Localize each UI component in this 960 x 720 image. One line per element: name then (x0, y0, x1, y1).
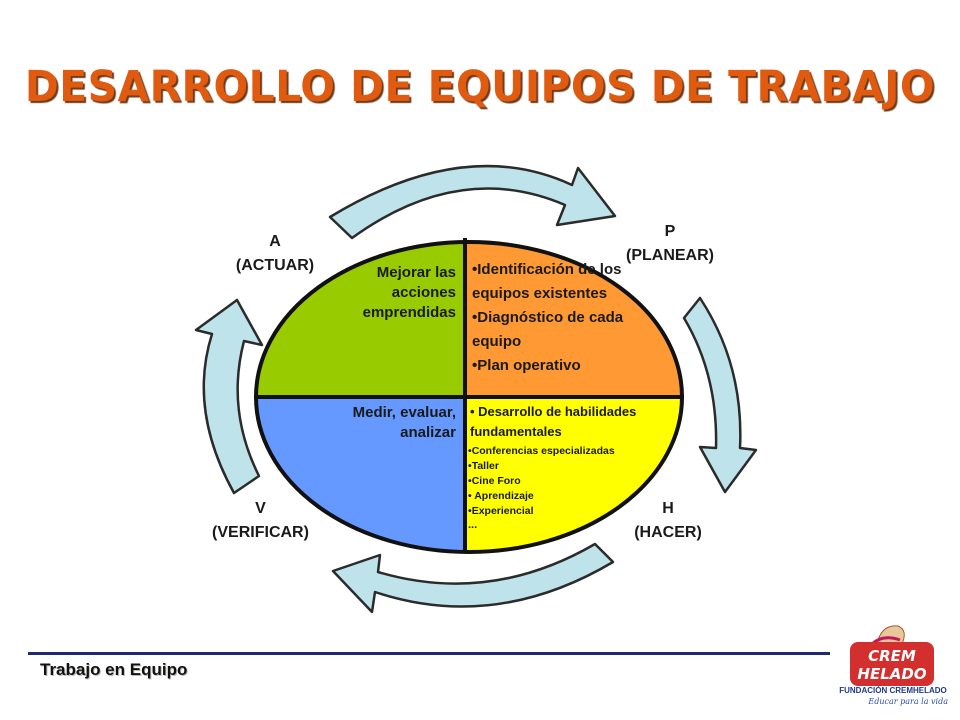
slide-title: DESARROLLO DE EQUIPOS DE TRABAJO (24, 62, 936, 112)
stage-letter-hacer: H (662, 500, 674, 517)
arrow-actuar-to-planear (328, 164, 617, 240)
footer-caption: Trabajo en Equipo (40, 660, 188, 679)
arrow-planear-to-hacer (682, 296, 758, 494)
hacer-sub-item: Experiencial (468, 504, 658, 519)
planear-list: Identificación de los equipos existentes… (472, 258, 642, 378)
quadrant-text-hacer: • Desarrollo de habilidades fundamentale… (468, 402, 658, 531)
logo-tagline: Educar para la vida (868, 697, 948, 706)
stage-label-actuar: A (ACTUAR) (205, 230, 345, 278)
verificar-line: Medir, evaluar, (352, 404, 456, 421)
logo-organization: FUNDACIÓN CREMHELADO (839, 686, 947, 695)
hacer-main-item: • Desarrollo de habilidades fundamentale… (470, 404, 637, 439)
hacer-sub-item: Cine Foro (468, 474, 658, 489)
quadrant-text-planear: Identificación de los equipos existentes… (472, 258, 642, 378)
stage-letter-planear: P (664, 223, 676, 240)
cremhelado-logo: CREM HELADO (850, 625, 934, 686)
verificar-line: analizar (400, 424, 456, 441)
logo-brand-line-1: CREM (868, 647, 916, 665)
stage-letter-actuar: A (269, 233, 281, 250)
hacer-sub-item: Aprendizaje (468, 489, 658, 504)
logo-brand-line-2: HELADO (857, 665, 926, 683)
hacer-main-text: Desarrollo de habilidades fundamentales (470, 404, 637, 439)
cycle-oval (254, 240, 684, 554)
actuar-line: emprendidas (362, 304, 456, 321)
stage-label-verificar: V (VERIFICAR) (188, 497, 333, 545)
planear-item: Diagnóstico de cada equipo (472, 306, 642, 354)
hacer-sub-item: Taller (468, 459, 658, 474)
stage-name-actuar: (ACTUAR) (235, 257, 315, 274)
quadrant-text-actuar: Mejorar las acciones emprendidas (322, 263, 456, 323)
arrow-hacer-to-verificar (331, 542, 615, 614)
stage-label-hacer: H (HACER) (598, 497, 738, 545)
stage-name-planear: (PLANEAR) (626, 247, 714, 264)
hacer-sub-item: Conferencias especializadas (468, 444, 658, 459)
actuar-line: acciones (391, 284, 456, 301)
stage-name-hacer: (HACER) (634, 524, 702, 541)
stage-name-verificar: (VERIFICAR) (212, 524, 309, 541)
stage-letter-verificar: V (255, 500, 266, 517)
hacer-sub-list: Conferencias especializadas Taller Cine … (468, 444, 658, 519)
quadrant-text-verificar: Medir, evaluar, analizar (300, 403, 456, 443)
arrow-verificar-to-actuar (194, 298, 264, 495)
planear-item: Plan operativo (472, 354, 642, 378)
footer-divider (28, 652, 830, 655)
actuar-line: Mejorar las (376, 264, 456, 281)
planear-item: Identificación de los equipos existentes (472, 258, 642, 306)
hacer-ellipsis: ... (468, 519, 478, 531)
stage-label-planear: P (PLANEAR) (600, 220, 740, 268)
